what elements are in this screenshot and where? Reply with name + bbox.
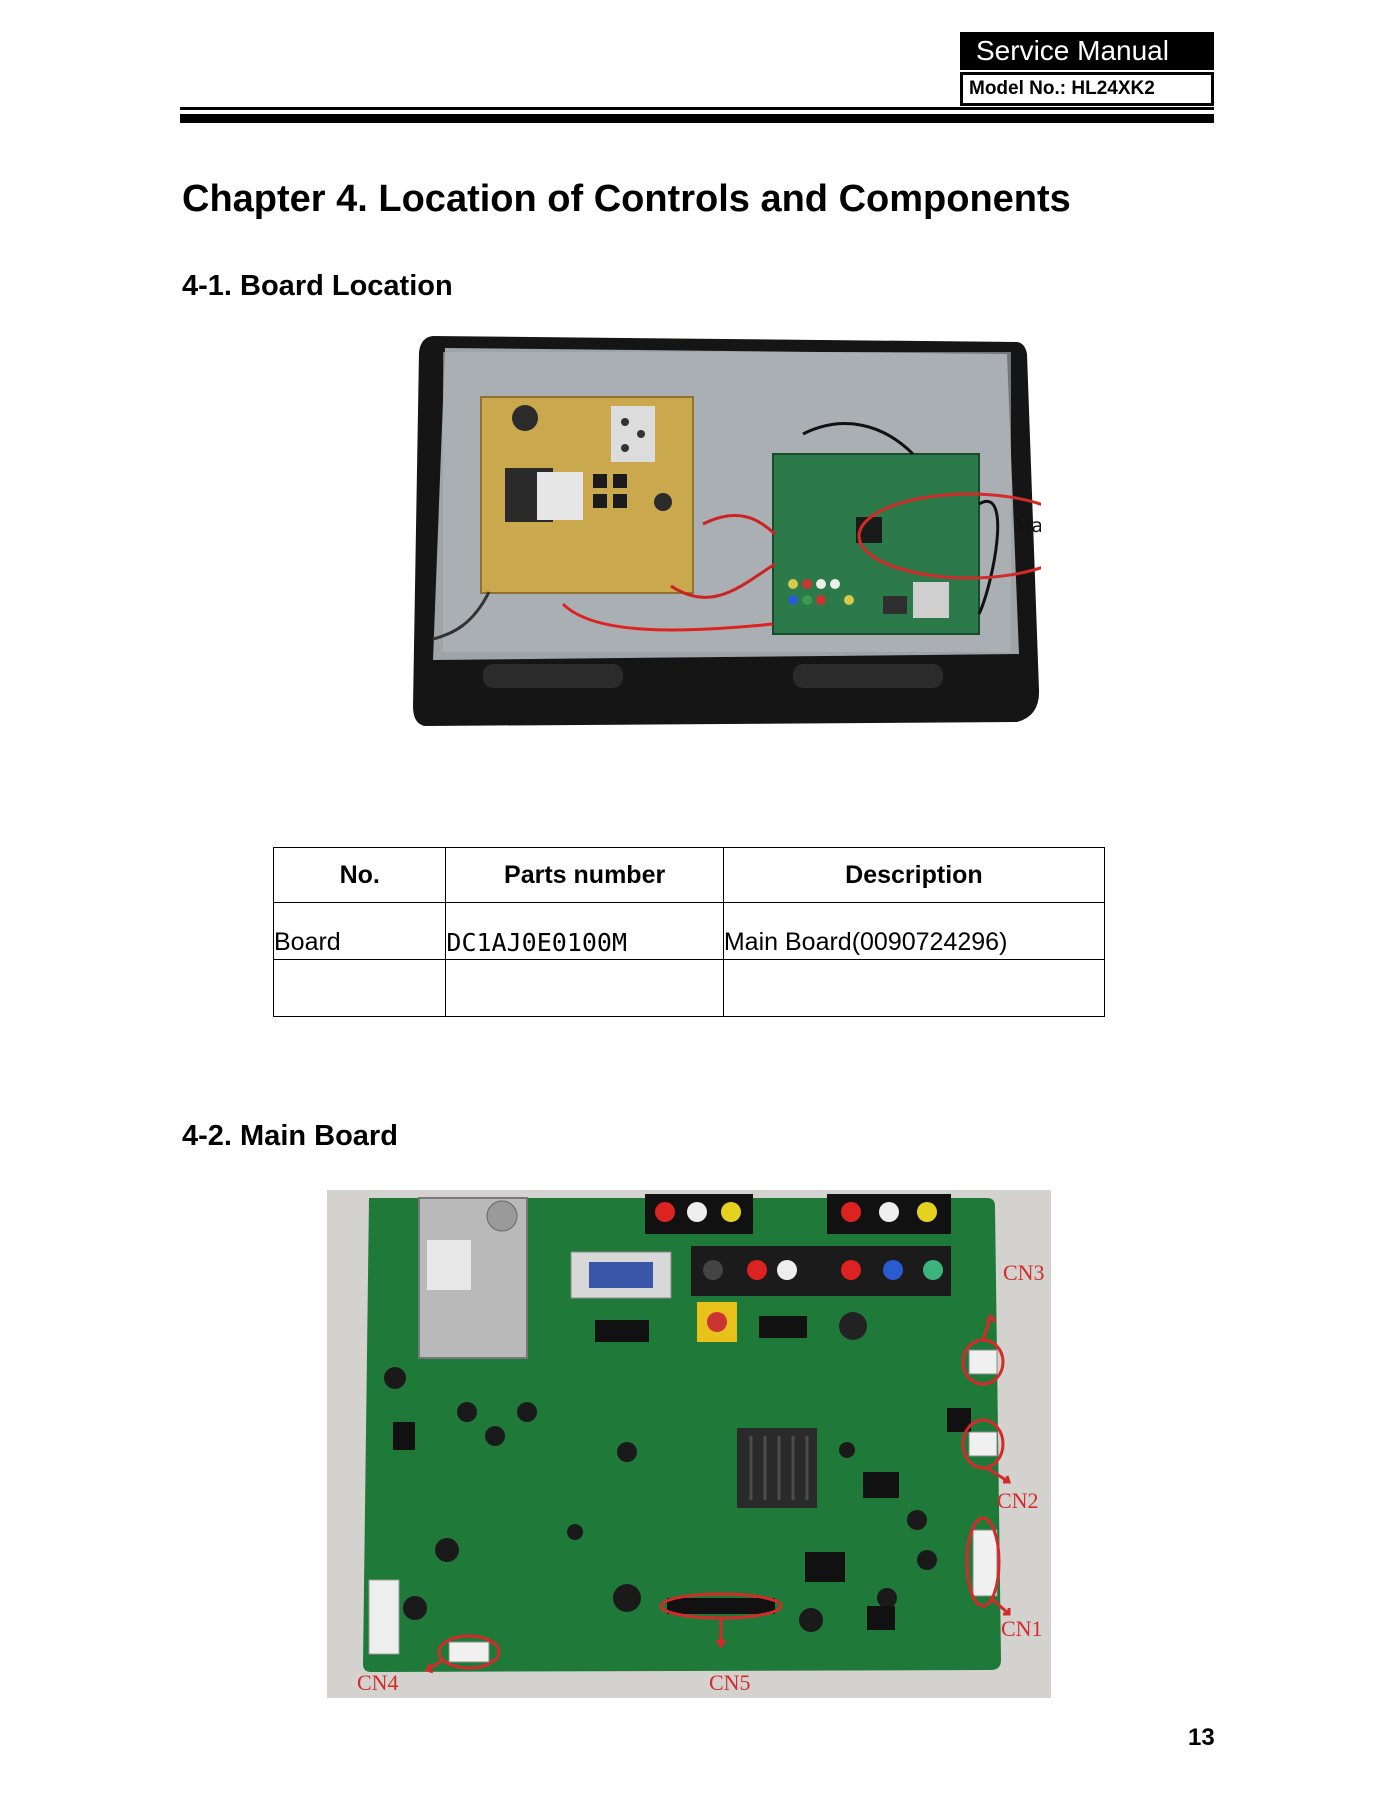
cell-description: Main Board(0090724296) (722, 902, 1106, 960)
section-board-location-title: 4-1. Board Location (182, 270, 453, 302)
cn1-label: CN1 (1001, 1616, 1043, 1641)
header-title: Service Manual (960, 32, 1214, 70)
header-rule-thick (180, 114, 1214, 123)
cn5-label: CN5 (709, 1670, 751, 1695)
cell-description (722, 959, 1106, 1017)
col-header-no: No. (272, 847, 447, 903)
cn4-label: CN4 (357, 1670, 399, 1695)
main-board-photo: CN3 CN2 CN1 CN4 CN5 (327, 1190, 1051, 1698)
parts-table: No. Parts number Description Board DC1AJ… (272, 847, 1106, 1017)
table-header-row: No. Parts number Description (272, 847, 1106, 903)
cell-no: Board (272, 902, 447, 960)
cn2-label: CN2 (997, 1488, 1039, 1513)
cell-parts-number (445, 959, 724, 1017)
col-header-parts-number: Parts number (445, 847, 724, 903)
main-board-callout-label: Main Board (1015, 515, 1041, 537)
section-main-board-title: 4-2. Main Board (182, 1120, 398, 1152)
cell-no (272, 959, 447, 1017)
table-row: Board DC1AJ0E0100M Main Board(0090724296… (272, 902, 1106, 960)
main-board-highlight-ellipse (857, 492, 1041, 580)
header-model-number: Model No.: HL24XK2 (960, 72, 1214, 106)
board-location-photo: Main Board (413, 336, 1041, 726)
col-header-description: Description (722, 847, 1106, 903)
table-row (272, 959, 1106, 1017)
header-rule-thin (180, 107, 1214, 110)
page-number: 13 (1188, 1724, 1215, 1751)
cell-parts-number: DC1AJ0E0100M (445, 902, 724, 960)
cn3-label: CN3 (1003, 1260, 1045, 1285)
chapter-title: Chapter 4. Location of Controls and Comp… (182, 178, 1071, 220)
